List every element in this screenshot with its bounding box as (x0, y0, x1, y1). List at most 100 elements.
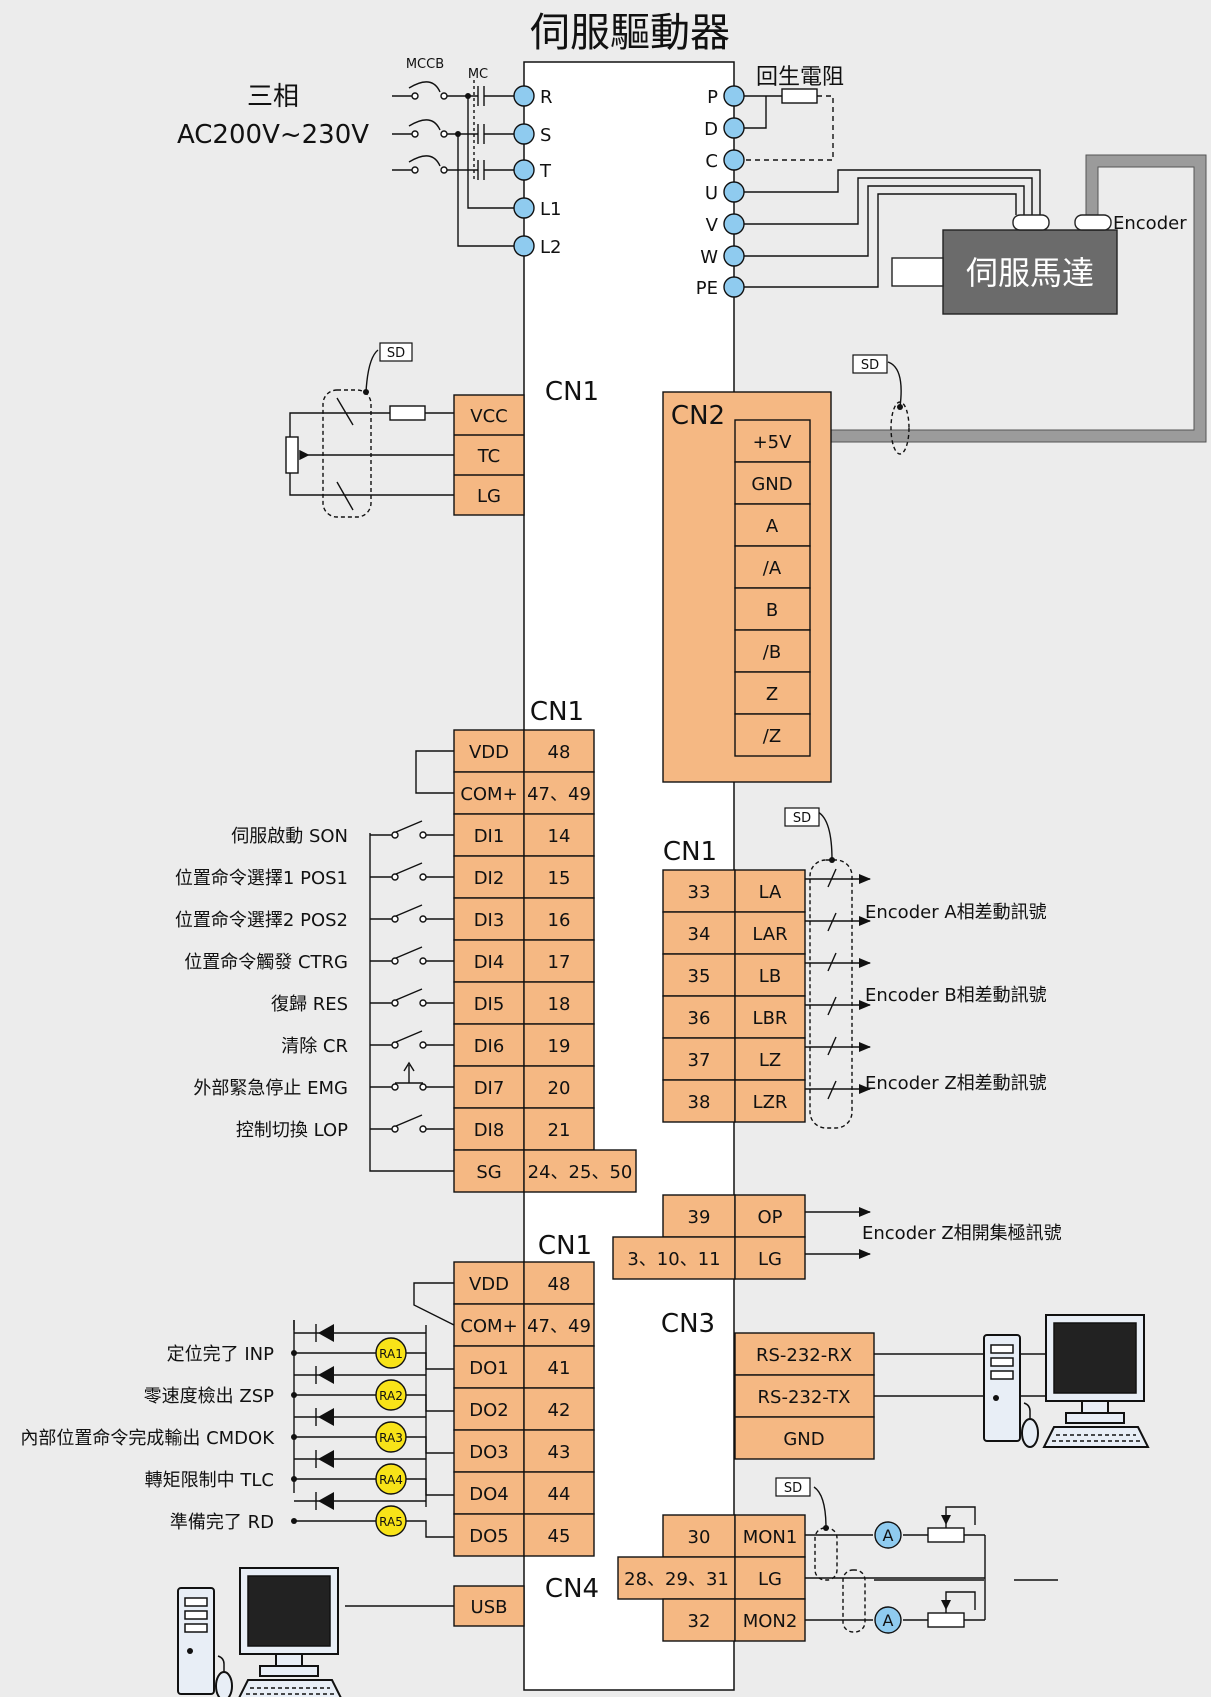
enc-pin-cell (734, 1079, 806, 1123)
do-desc-label: 準備完了 RD (170, 1512, 274, 1533)
do-pin-label: DO3 (469, 1442, 508, 1463)
di-pin-label: DI2 (474, 868, 505, 889)
di-pin-label: DI3 (474, 910, 505, 931)
svg-text:SD: SD (793, 811, 811, 826)
svg-text:SD: SD (861, 358, 879, 373)
pin-usb: USB (471, 1597, 508, 1618)
di-num-label: 47、49 (527, 784, 591, 805)
svg-text:SD: SD (784, 1481, 802, 1496)
pin-lg: LG (477, 486, 501, 507)
terminal-r: R (513, 85, 553, 108)
shield-tag-mon (775, 1477, 811, 1497)
di-num-cell (523, 1023, 595, 1067)
op-pin-cell (734, 1236, 806, 1280)
do-num-cell (523, 1471, 595, 1515)
terminal-c: C (705, 149, 745, 172)
enc-pin-cell (734, 953, 806, 997)
mon-pin-cell (734, 1514, 806, 1558)
cn3-pin-cell (734, 1416, 875, 1460)
shield-tag-enc (784, 807, 820, 827)
do-pin-label: DO2 (469, 1400, 508, 1421)
di-pin-label: COM+ (460, 784, 517, 805)
ammeter-icon (874, 1606, 902, 1634)
do-num-label: 47、49 (527, 1316, 591, 1337)
di-pin-cell (453, 1107, 525, 1151)
di-num-label: 20 (548, 1078, 571, 1099)
di-desc-label: 伺服啟動 SON (231, 826, 348, 847)
di-num-cell (523, 855, 595, 899)
di-num-cell (523, 1107, 595, 1151)
svg-text:S: S (540, 125, 551, 146)
do-desc-label: 內部位置命令完成輸出 CMDOK (20, 1428, 275, 1449)
di-desc-label: 位置命令選擇1 POS1 (175, 868, 348, 889)
encoder-cable (829, 154, 1207, 443)
do-pin-label: DO4 (469, 1484, 508, 1505)
do-num-cell (523, 1261, 595, 1305)
op-num-label: 39 (688, 1207, 711, 1228)
cn2-pin-cell (734, 713, 811, 757)
enc-pin-label: LAR (752, 924, 787, 945)
enc-num-label: 37 (688, 1050, 711, 1071)
svg-text:U: U (705, 183, 718, 204)
motor-shaft (891, 257, 944, 287)
pin-vcc: VCC (470, 406, 507, 427)
regen-resistor (781, 88, 818, 104)
shield-tag-analog (379, 342, 413, 362)
cn1-do-label: CN1 (538, 1231, 592, 1261)
do-desc-label: 轉矩限制中 TLC (145, 1470, 274, 1491)
do-num-cell (523, 1513, 595, 1557)
terminal-l1: L1 (513, 197, 561, 220)
enc-num-label: 33 (688, 882, 711, 903)
relay-label: RA5 (379, 1515, 403, 1529)
di-num-cell (523, 1065, 595, 1109)
cn2-pin-cell (734, 419, 811, 463)
ammeter-label: A (883, 1611, 894, 1630)
di-num-label: 18 (548, 994, 571, 1015)
do-pin-label: COM+ (460, 1316, 517, 1337)
terminal-d: D (704, 117, 745, 140)
do-pin-cell (453, 1513, 525, 1557)
cn2-pin-label: /A (763, 558, 782, 579)
cn1-analog-section: CN1 VCC TC LG SD (285, 342, 599, 518)
enc-pin-label: LB (759, 966, 781, 987)
cn1-enc-label: CN1 (663, 837, 717, 867)
di-pin-cell (453, 1023, 525, 1067)
di-num-label: 17 (548, 952, 571, 973)
encoder-label: Encoder (1113, 213, 1187, 234)
do-num-label: 41 (548, 1358, 571, 1379)
cn2-pin-label: GND (751, 474, 792, 495)
voltage-label: AC200V~230V (177, 120, 369, 150)
op-pin-label: OP (757, 1207, 782, 1228)
terminal-w: W (700, 245, 745, 268)
do-pin-label: DO5 (469, 1526, 508, 1547)
mon-pin-label: MON1 (743, 1527, 798, 1548)
svg-text:PE: PE (696, 278, 718, 299)
di-pin-cell (453, 729, 525, 773)
di-num-cell (523, 771, 595, 815)
enc-pin-cell (734, 911, 806, 955)
cn1-di-label: CN1 (530, 697, 584, 727)
trim-resistor (927, 1612, 965, 1628)
do-num-label: 42 (548, 1400, 571, 1421)
di-desc-label: 復歸 RES (271, 994, 348, 1015)
di-desc-label: 位置命令觸發 CTRG (184, 952, 348, 973)
svg-text:L2: L2 (540, 237, 561, 258)
di-desc-label: 控制切換 LOP (236, 1120, 348, 1141)
cn2-pin-label: /Z (763, 726, 781, 747)
mon-num-label: 28、29、31 (624, 1569, 729, 1590)
di-desc-label: 位置命令選擇2 POS2 (175, 910, 348, 931)
cn4-label: CN4 (545, 1574, 599, 1604)
mon-pin-cell (734, 1556, 806, 1600)
do-desc-label: 零速度檢出 ZSP (144, 1386, 274, 1407)
mon-num-label: 32 (688, 1611, 711, 1632)
di-pin-label: DI1 (474, 826, 505, 847)
terminal-v: V (706, 213, 745, 236)
do-pin-label: VDD (469, 1274, 509, 1295)
relay-label: RA4 (379, 1473, 403, 1487)
di-desc-label: 清除 CR (281, 1036, 348, 1057)
svg-text:W: W (700, 247, 718, 268)
enc-pin-label: LA (759, 882, 782, 903)
